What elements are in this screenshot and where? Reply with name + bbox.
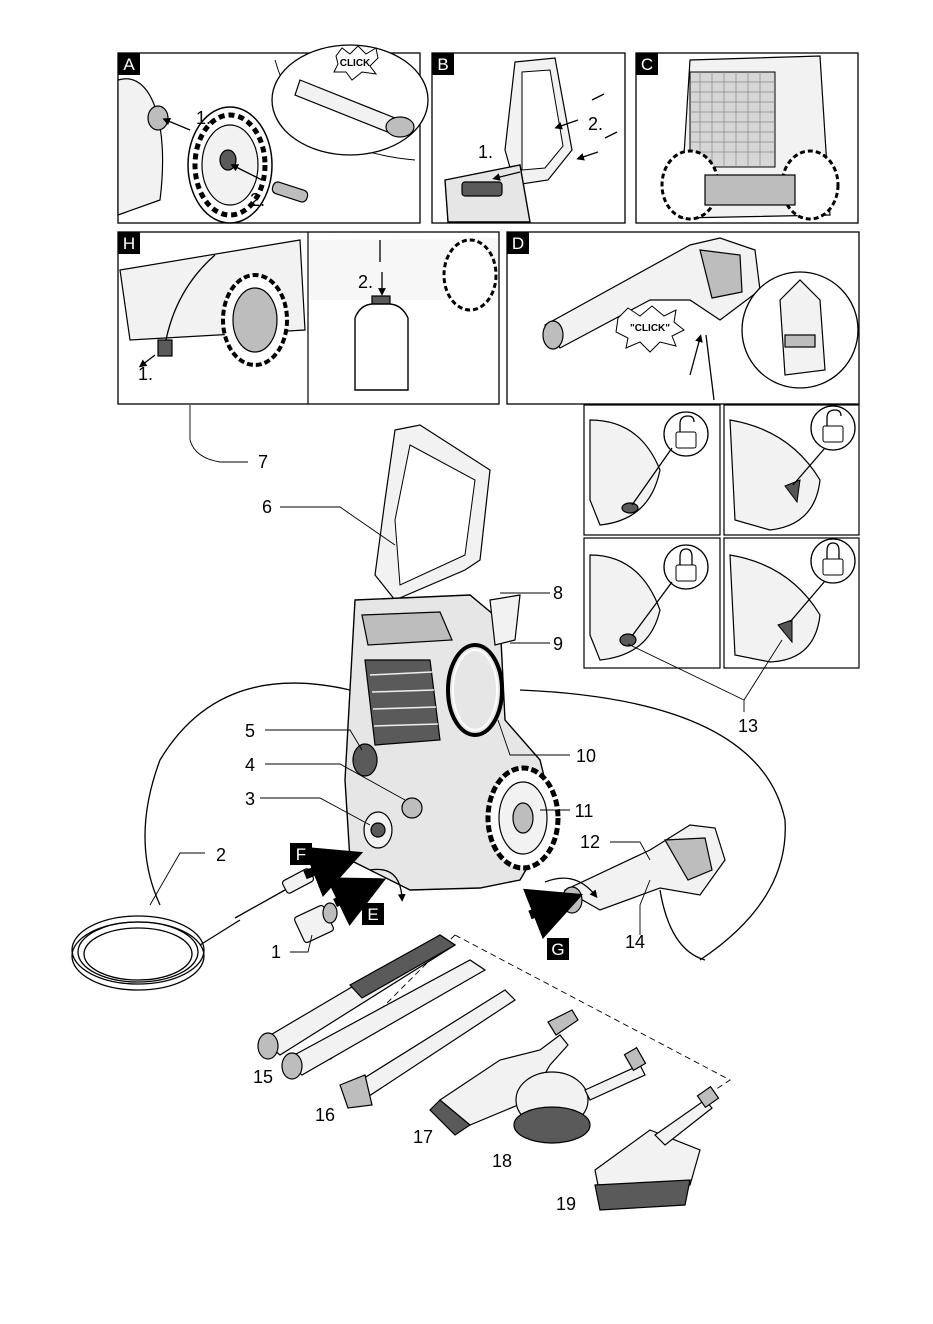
panel-b-label: B [437, 55, 448, 74]
svg-text:"CLICK": "CLICK" [630, 323, 670, 334]
click-bubble-d: "CLICK" [616, 306, 684, 352]
panel-a: A CLICK 1. 2. [118, 45, 428, 223]
callout-6: 6 [262, 497, 272, 517]
garden-hose-adapter [294, 903, 337, 943]
callout-4: 4 [245, 755, 255, 775]
callout-11: 11 [575, 801, 594, 821]
svg-text:CLICK: CLICK [340, 58, 371, 69]
callout-12: 12 [580, 832, 600, 852]
lock-closed-icon [811, 539, 855, 583]
arrow-label-f: F [296, 845, 306, 864]
water-inlet-coupling [402, 798, 422, 818]
panel-a-label: A [123, 55, 135, 74]
callout-9: 9 [553, 634, 563, 654]
panel-a-step-1: 1. [196, 108, 211, 128]
lock-closed-icon [664, 545, 708, 589]
panel-h-step-1: 1. [138, 364, 153, 384]
callout-15: 15 [253, 1067, 273, 1087]
panel-c: C [636, 53, 858, 223]
panel-a-step-2: 2. [250, 190, 265, 210]
callout-1: 1 [271, 942, 281, 962]
panel-c-label: C [641, 55, 653, 74]
detergent-bottle [355, 296, 408, 390]
callout-3: 3 [245, 789, 255, 809]
callout-17: 17 [413, 1127, 433, 1147]
callout-19: 19 [556, 1194, 576, 1214]
panel-h-label: H [123, 234, 135, 253]
panel-h-step-2: 2. [358, 272, 373, 292]
callout-14: 14 [625, 932, 645, 952]
press-arrow-icon [530, 904, 558, 915]
rotating-wash-brush-large [595, 1087, 719, 1210]
callout-7: 7 [258, 452, 268, 472]
callout-10: 10 [576, 746, 596, 766]
callout-2: 2 [216, 845, 226, 865]
panel-d-label: D [512, 234, 524, 253]
callout-5: 5 [245, 721, 255, 741]
panel-b-step-2: 2. [588, 114, 603, 134]
callout-8: 8 [553, 583, 563, 603]
wheel-axle-mount [148, 106, 168, 130]
callout-18: 18 [492, 1151, 512, 1171]
panel-b-step-1: 1. [478, 142, 493, 162]
trigger-lock-panels [584, 405, 859, 668]
lock-open-icon [811, 406, 855, 450]
arrow-label-e: E [367, 905, 378, 924]
callout-16: 16 [315, 1105, 335, 1125]
arrow-label-g: G [551, 940, 564, 959]
main-wheel [488, 768, 558, 868]
press-arrow-icon [335, 890, 362, 903]
panel-d: D "CLICK" [507, 232, 859, 404]
accessory-bag [690, 72, 775, 167]
callout-13: 13 [738, 716, 758, 736]
panel-b: B 1. 2. [432, 53, 625, 223]
panel-h: H 1. 2. [118, 232, 499, 404]
high-pressure-hose-coil [72, 683, 350, 990]
power-switch [353, 744, 377, 776]
